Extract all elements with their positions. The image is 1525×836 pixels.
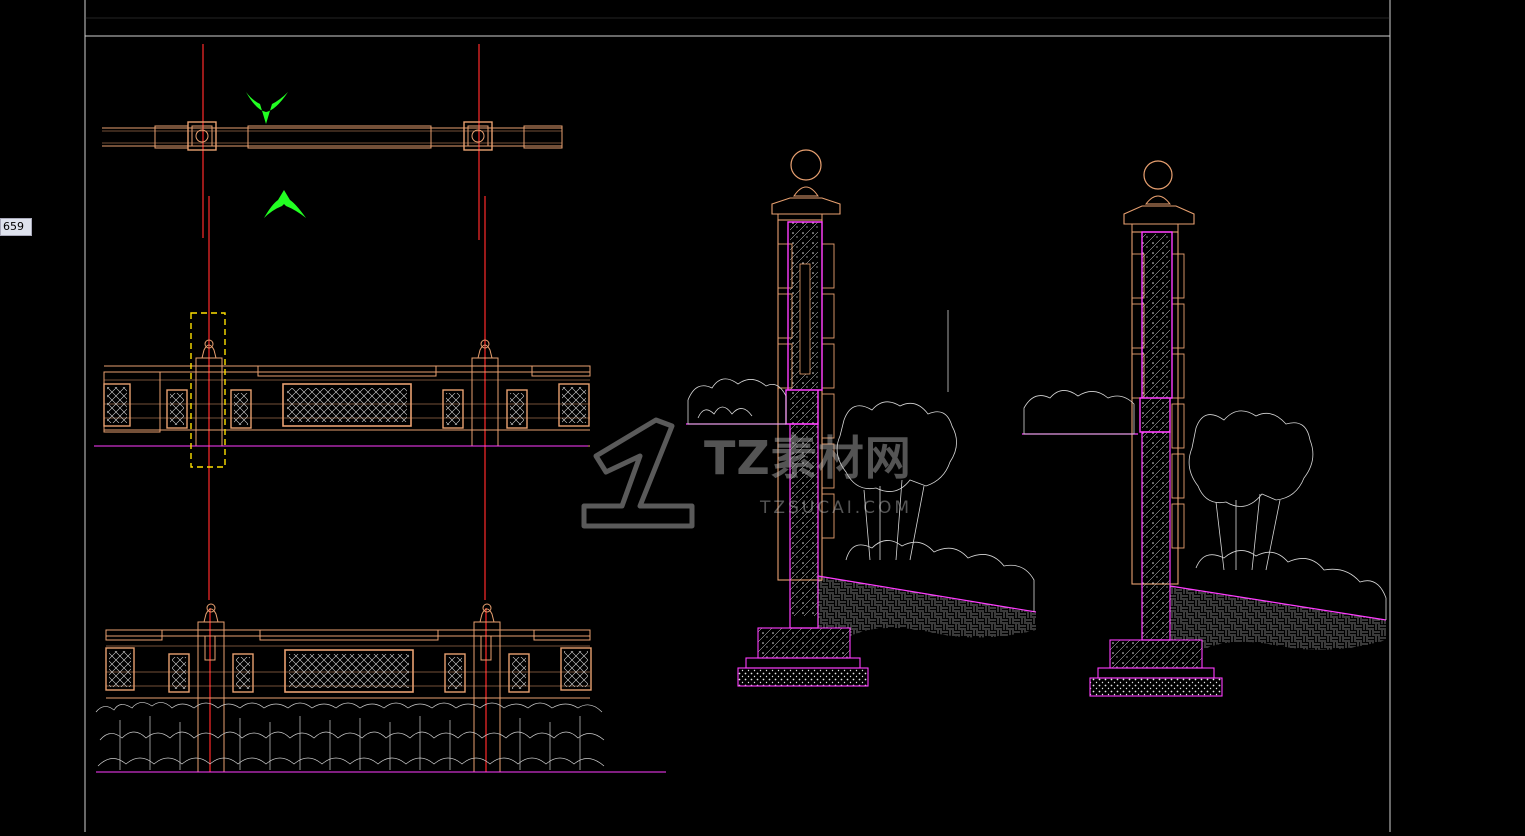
section-arrow-down-icon <box>246 92 288 124</box>
shrub-hedge <box>95 702 605 770</box>
elevation-upper-hatching <box>107 387 586 425</box>
coordinate-readout: 659 <box>0 218 32 236</box>
pillar-section-b <box>1022 160 1387 697</box>
selection-box[interactable] <box>190 312 226 468</box>
wall-plan-view <box>102 121 563 151</box>
section-arrow-up-icon <box>264 190 306 218</box>
shrub-section-b <box>1023 390 1387 620</box>
pillar-section-a <box>686 149 1037 687</box>
shrub-section-a <box>687 378 1035 612</box>
drawing-frame <box>84 0 1391 832</box>
elevation-lower-hatching <box>109 651 588 689</box>
